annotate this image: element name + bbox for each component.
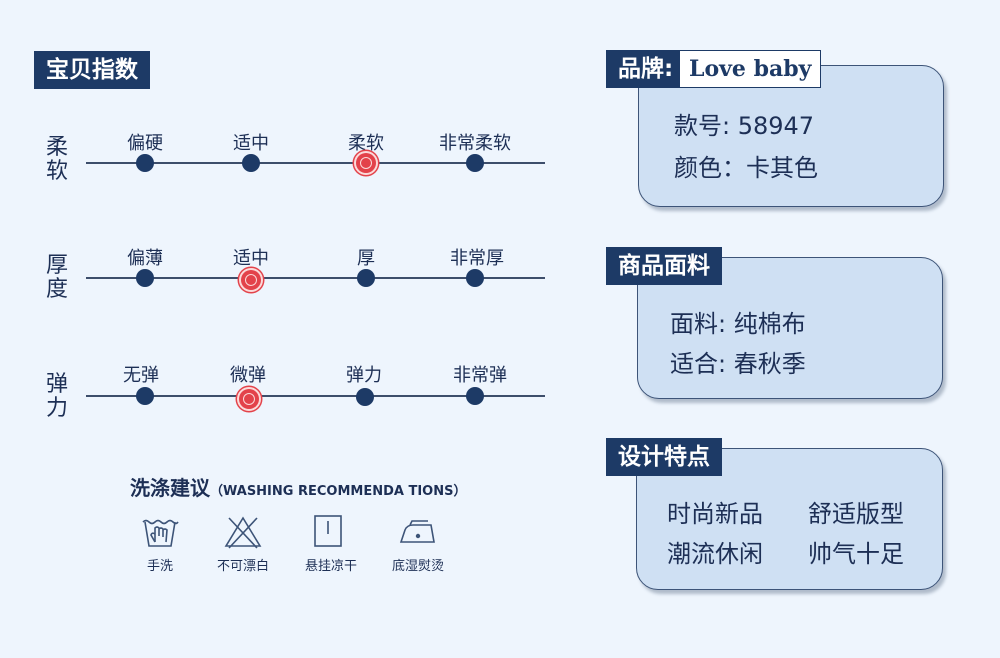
washing-label: 不可漂白 [216,559,270,574]
scale-dot [136,154,154,172]
scale-dot-selected [239,389,259,409]
scale-line-elasticity [86,395,545,397]
scale-label: 偏硬 [127,133,163,154]
scale-label: 偏薄 [127,248,163,269]
hang-dry-icon [308,512,348,550]
scale-dot [466,269,484,287]
scale-dot [356,388,374,406]
low-iron-icon [398,512,438,550]
scale-name-thickness: 厚度 [46,253,69,302]
brand-name: Love baby [679,50,822,88]
scale-dot [136,387,154,405]
scale-dot [466,387,484,405]
scale-label: 微弹 [230,365,266,386]
scale-dot [357,269,375,287]
design-feature: 帅气十足 [808,540,904,568]
scale-label: 适中 [233,248,269,269]
scale-line-softness [86,162,545,164]
design-tag: 设计特点 [606,438,722,476]
scale-dot-selected [356,153,376,173]
no-bleach-icon [223,512,263,550]
scale-label: 无弹 [123,365,159,386]
scale-label: 弹力 [346,365,382,386]
washing-label: 底湿熨烫 [391,559,445,574]
scale-label: 厚 [357,248,375,269]
fabric-tag: 商品面料 [606,247,722,285]
washing-title: 洗涤建议（WASHING RECOMMENDA TIONS） [130,472,466,501]
scale-label: 非常柔软 [439,133,511,154]
design-feature: 舒适版型 [808,500,904,528]
brand-tag: 品牌: [606,50,680,88]
fabric-season: 适合: 春秋季 [670,350,806,378]
brand-model: 款号: 58947 [674,112,815,140]
scale-dot [466,154,484,172]
design-feature: 潮流休闲 [667,540,763,568]
fabric-material: 面料: 纯棉布 [670,310,806,338]
scale-label: 非常厚 [450,248,504,269]
scale-line-thickness [86,277,545,279]
brand-color: 颜色：卡其色 [674,154,818,182]
scale-label: 适中 [233,133,269,154]
washing-label: 手洗 [146,559,174,574]
design-feature: 时尚新品 [667,500,763,528]
washing-title-zh: 洗涤建议 [130,476,210,500]
scale-name-elasticity: 弹力 [46,372,69,421]
hand-wash-icon [140,512,180,550]
washing-title-en: （WASHING RECOMMENDA TIONS） [210,484,467,499]
scale-label: 柔软 [348,133,384,154]
scale-dot-selected [241,270,261,290]
scale-dot [136,269,154,287]
scale-name-softness: 柔软 [46,135,69,184]
washing-label: 悬挂凉干 [304,559,358,574]
scale-label: 非常弹 [453,365,507,386]
scale-dot [242,154,260,172]
index-title: 宝贝指数 [34,51,150,89]
